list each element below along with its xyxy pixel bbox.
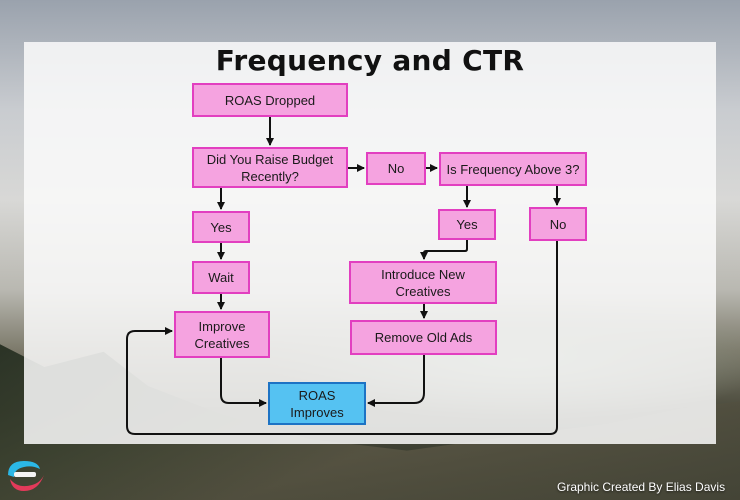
- edge-improve-creatives-to-roas-improves: [220, 358, 267, 407]
- node-wait: Wait: [192, 261, 250, 294]
- node-yes-frequency: Yes: [438, 209, 496, 240]
- node-no-frequency: No: [529, 207, 587, 241]
- credit-text: Graphic Created By Elias Davis: [557, 480, 726, 494]
- node-roas-dropped: ROAS Dropped: [192, 83, 348, 117]
- diagram-title: Frequency and CTR: [215, 44, 525, 77]
- node-improve-creatives: Improve Creatives: [174, 311, 270, 358]
- node-yes-budget: Yes: [192, 211, 250, 243]
- node-no-budget: No: [366, 152, 426, 185]
- brand-logo-icon: [8, 461, 44, 491]
- diagram-panel: [24, 42, 716, 444]
- node-roas-improves: ROAS Improves: [268, 382, 366, 425]
- node-introduce-new-creatives: Introduce New Creatives: [349, 261, 497, 304]
- node-remove-old-ads: Remove Old Ads: [350, 320, 497, 355]
- node-frequency-above-3: Is Frequency Above 3?: [439, 152, 587, 186]
- node-raise-budget: Did You Raise Budget Recently?: [192, 147, 348, 188]
- edge-yes-to-introduce-new-creatives: [420, 240, 468, 260]
- edge-remove-old-ads-to-roas-improves: [367, 355, 425, 407]
- edge-no-frequency-loop-to-improve-creatives: [126, 241, 558, 435]
